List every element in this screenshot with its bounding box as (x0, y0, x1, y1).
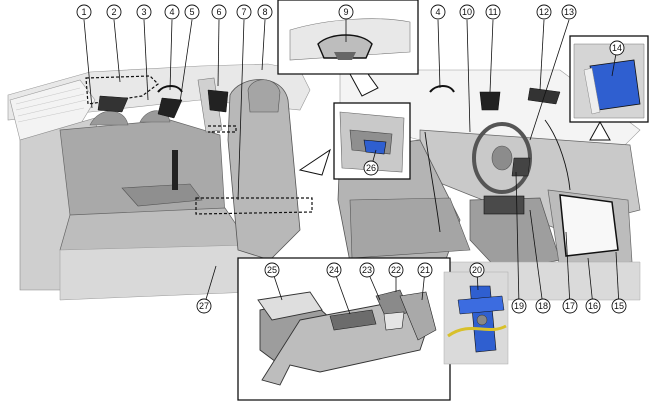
callout-label: 26 (366, 163, 376, 173)
callout-8: 8 (257, 4, 273, 20)
callout-4-left: 4 (164, 4, 180, 20)
pillar-dashed-region (208, 125, 237, 133)
callout-15: 15 (611, 298, 627, 314)
view-connector-arrow (298, 148, 331, 176)
callout-26: 26 (363, 160, 379, 176)
callout-label: 24 (329, 265, 339, 275)
callout-label: 25 (267, 265, 277, 275)
callout-label: 27 (199, 301, 209, 311)
callout-13: 13 (561, 4, 577, 20)
callout-label: 22 (391, 265, 401, 275)
roof-console-inset (277, 0, 419, 97)
callout-19: 19 (511, 298, 527, 314)
callout-label: 4 (169, 7, 174, 17)
callout-18: 18 (535, 298, 551, 314)
callout-3: 3 (136, 4, 152, 20)
callout-label: 17 (565, 301, 575, 311)
callout-label: 23 (362, 265, 372, 275)
callout-24: 24 (326, 262, 342, 278)
leader-lines (83, 19, 620, 315)
callout-label: 18 (538, 301, 548, 311)
callout-label: 9 (343, 7, 348, 17)
callout-label: 5 (189, 7, 194, 17)
console-bracket-inset (443, 271, 509, 365)
callout-label: 21 (420, 265, 430, 275)
callout-label: 6 (216, 7, 221, 17)
callout-7: 7 (236, 4, 252, 20)
callout-label: 2 (111, 7, 116, 17)
callout-25: 25 (264, 262, 280, 278)
rear-cabin-illustration (7, 63, 313, 301)
headliner-dashed-region (85, 75, 159, 105)
callout-label: 1 (81, 7, 86, 17)
overhead-unit-inset (569, 35, 649, 141)
callout-label: 19 (514, 301, 524, 311)
callout-label: 11 (488, 7, 497, 17)
callout-23: 23 (359, 262, 375, 278)
callout-label: 7 (241, 7, 246, 17)
callout-21: 21 (417, 262, 433, 278)
callout-label: 14 (612, 43, 622, 53)
callout-27: 27 (196, 298, 212, 314)
callout-label: 10 (462, 7, 472, 17)
callout-label: 13 (564, 7, 574, 17)
callout-10: 10 (459, 4, 475, 20)
callout-label: 4 (435, 7, 440, 17)
callout-label: 8 (262, 7, 267, 17)
callout-label: 12 (539, 7, 549, 17)
callout-5: 5 (184, 4, 200, 20)
callout-2: 2 (106, 4, 122, 20)
callout-6: 6 (211, 4, 227, 20)
callout-20: 20 (469, 262, 485, 278)
callout-label: 3 (141, 7, 146, 17)
callout-label: 20 (472, 265, 482, 275)
callout-9: 9 (338, 4, 354, 20)
center-console-inset (237, 257, 451, 401)
callout-22: 22 (388, 262, 404, 278)
callout-11: 11 (485, 4, 501, 20)
callout-label: 15 (614, 301, 624, 311)
callout-label: 16 (588, 301, 598, 311)
callout-1: 1 (76, 4, 92, 20)
callout-17: 17 (562, 298, 578, 314)
floor-dashed-region (195, 197, 313, 215)
callout-14: 14 (609, 40, 625, 56)
callout-16: 16 (585, 298, 601, 314)
callout-12: 12 (536, 4, 552, 20)
callout-4-right: 4 (430, 4, 446, 20)
